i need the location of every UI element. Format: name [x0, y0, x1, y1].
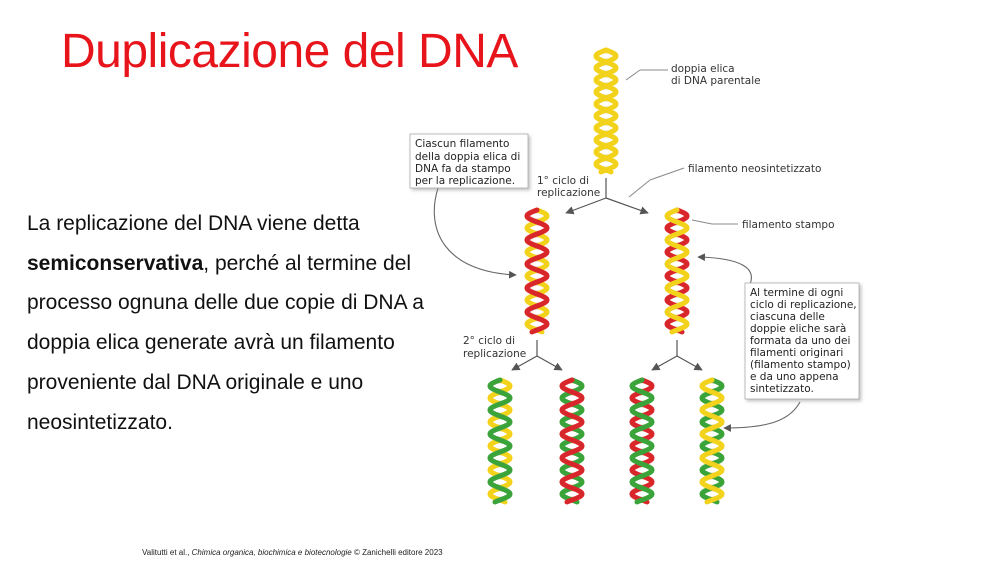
- left-explanation-box: Ciascun filamento della doppia elica di …: [409, 133, 529, 189]
- left-box-line-1: Ciascun filamento: [415, 138, 509, 150]
- right-box-line-2: ciclo di replicazione,: [750, 299, 857, 311]
- left-box-line-2: della doppia elica di: [415, 151, 520, 163]
- right-box-pointer-bottom: [723, 401, 801, 432]
- gen1-helix-left-strand-b: [524, 207, 550, 335]
- gen2-helix-1-strand-b: [487, 377, 513, 505]
- right-box-line-4: doppie eliche sarà: [750, 323, 846, 335]
- leader-lines: [625, 69, 738, 225]
- left-box-pointer: [433, 187, 517, 279]
- right-box-line-7: (filamento stampo): [750, 359, 851, 371]
- credit-book-title: Chimica organica, biochimica e biotecnol…: [191, 548, 352, 557]
- credit-publisher: © Zanichelli editore 2023: [351, 548, 443, 557]
- gen2-helix-2: [559, 377, 585, 505]
- slide-title: Duplicazione del DNA: [61, 25, 518, 78]
- label-cycle2-line-2: replicazione: [463, 348, 526, 360]
- credit-line: Valitutti et al., Chimica organica, bioc…: [142, 548, 443, 557]
- gen2-helix-3: [629, 377, 655, 505]
- right-box-line-6: filamenti originari: [750, 347, 843, 359]
- gen2-helix-2-strand-b: [559, 377, 585, 505]
- helix-layer: [487, 47, 725, 505]
- label-template-strand: filamento stampo: [742, 219, 835, 231]
- right-box-line-3: ciascuna delle: [750, 311, 825, 323]
- left-box-line-4: per la replicazione.: [415, 175, 515, 187]
- body-text-bold: semiconservativa: [27, 251, 204, 275]
- label-cycle1-line-2: replicazione: [537, 187, 600, 199]
- label-new-strand: filamento neosintetizzato: [688, 163, 821, 175]
- gen2-helix-4-strand-b: [699, 377, 725, 505]
- right-box-line-9: sintetizzato.: [750, 383, 814, 395]
- body-text-end: , perché al termine del processo ognuna …: [27, 251, 424, 434]
- gen1-helix-right: [664, 207, 690, 335]
- slide-body-text: La replicazione del DNA viene detta semi…: [27, 204, 427, 442]
- right-box-line-5: formata da uno dei: [750, 335, 850, 347]
- label-cycle2-line-1: 2° ciclo di: [463, 335, 515, 347]
- cycle2-arrows: [511, 340, 703, 371]
- parental-helix: [593, 47, 619, 175]
- right-box-pointer-top: [697, 253, 752, 289]
- gen2-helix-3-strand-b: [629, 377, 655, 505]
- label-parental-line-1: doppia elica: [671, 63, 735, 75]
- parental-helix-strand-b: [593, 47, 619, 175]
- left-box-line-3: DNA fa da stampo: [415, 163, 511, 175]
- label-parental-line-2: di DNA parentale: [671, 75, 761, 87]
- gen2-helix-4: [699, 377, 725, 505]
- cycle1-arrows: [565, 178, 649, 215]
- right-box-line-8: e da uno appena: [750, 371, 839, 383]
- credit-authors: Valitutti et al.,: [142, 548, 192, 557]
- gen1-helix-left: [524, 207, 550, 335]
- right-explanation-box: Al termine di ogni ciclo di replicazione…: [744, 282, 860, 400]
- gen1-helix-right-strand-b: [664, 207, 690, 335]
- label-cycle1-line-1: 1° ciclo di: [537, 175, 589, 187]
- right-box-line-1: Al termine di ogni: [750, 287, 843, 299]
- body-text-start: La replicazione del DNA viene detta: [27, 212, 360, 235]
- gen2-helix-1: [487, 377, 513, 505]
